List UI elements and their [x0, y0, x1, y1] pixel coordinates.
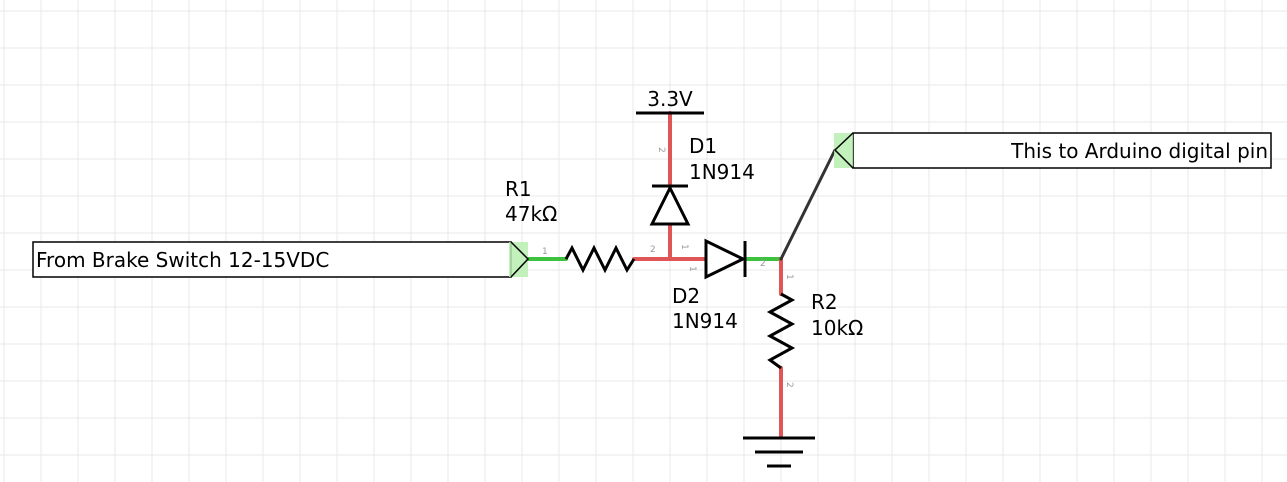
r1-zigzag — [564, 244, 636, 274]
r2-ref: R2 — [811, 290, 838, 314]
r2-pin2-label: 2 — [784, 382, 794, 388]
wire-junction-to-output[interactable] — [779, 148, 837, 261]
net-label-output[interactable]: This to Arduino digital pin — [833, 132, 1272, 169]
r2-zigzag — [766, 292, 796, 370]
r1-pin2-label: 2 — [650, 245, 656, 255]
supply-label: 3.3V — [647, 87, 693, 111]
d2-pin1-label: 1 — [687, 266, 697, 272]
d1-pin1-label: 1 — [679, 244, 689, 250]
d2-value: 1N914 — [672, 309, 738, 333]
supply-3v3[interactable]: 3.3V — [636, 87, 704, 115]
net-label-output-box — [852, 132, 1272, 169]
d2-pin2-label: 2 — [760, 259, 766, 269]
r2-pin1-label: 1 — [784, 274, 794, 280]
net-label-input-terminal — [509, 242, 528, 277]
r1-value: 47kΩ — [505, 202, 557, 226]
r1-pin1-label: 1 — [542, 247, 548, 257]
diode-d1[interactable]: D1 1N914 1 2 — [649, 134, 755, 250]
wires — [526, 111, 837, 439]
diode-d2[interactable]: D2 1N914 1 2 — [672, 238, 766, 333]
net-label-input-text: From Brake Switch 12-15VDC — [36, 248, 329, 272]
d1-value: 1N914 — [689, 160, 755, 184]
r2-value: 10kΩ — [811, 316, 863, 340]
ground-symbol[interactable] — [743, 436, 815, 468]
resistor-r2[interactable]: R2 10kΩ 1 2 — [766, 274, 863, 388]
d1-ref: D1 — [689, 134, 717, 158]
net-label-input-box — [32, 241, 512, 278]
net-label-output-arrow — [833, 132, 854, 169]
net-label-output-terminal — [834, 133, 853, 168]
d1-pin2-label: 2 — [656, 147, 666, 153]
net-label-input[interactable]: From Brake Switch 12-15VDC — [32, 241, 530, 278]
resistor-r1[interactable]: R1 47kΩ 1 2 — [505, 177, 656, 274]
d1-body — [649, 184, 691, 226]
net-label-input-arrow — [510, 241, 530, 278]
d2-body — [704, 238, 747, 280]
r1-ref: R1 — [505, 177, 532, 201]
d2-ref: D2 — [672, 284, 700, 308]
net-label-output-text: This to Arduino digital pin — [1010, 139, 1268, 163]
